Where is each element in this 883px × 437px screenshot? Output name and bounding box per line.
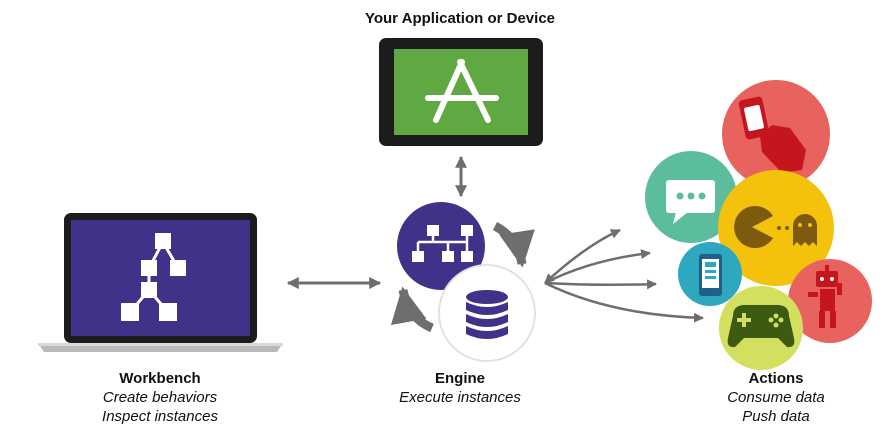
workbench-title: Workbench <box>119 370 201 387</box>
phone-icon <box>699 254 722 296</box>
app-store-icon <box>425 59 499 123</box>
application-label: Your Application or Device <box>300 9 620 28</box>
actions-title: Actions <box>748 370 804 387</box>
flowchart-icon <box>121 233 186 321</box>
actions-label: Actions Consume data Push data <box>676 369 876 426</box>
engine-label: Engine Execute instances <box>360 369 560 407</box>
engine <box>390 202 536 362</box>
database-icon <box>466 290 508 339</box>
application-tablet <box>379 38 543 146</box>
arrows-engine-actions <box>544 228 704 323</box>
workbench-line: Inspect instances <box>102 408 218 425</box>
application-title: Your Application or Device <box>364 10 556 27</box>
actions-line: Consume data <box>727 389 825 406</box>
ghost-icon <box>793 214 817 246</box>
actions-line: Push data <box>742 408 810 425</box>
watch-icon <box>738 96 806 173</box>
robot-icon <box>808 265 842 328</box>
cycle-arrow-left <box>390 286 434 333</box>
cycle-arrow-right <box>492 222 535 268</box>
actions-cluster <box>645 80 872 370</box>
chat-icon <box>666 180 715 224</box>
engine-title: Engine <box>434 370 485 387</box>
gamepad-icon <box>727 305 795 348</box>
workbench-laptop <box>38 213 283 352</box>
workbench-label: Workbench Create behaviors Inspect insta… <box>60 369 260 426</box>
flowchart-icon <box>412 225 473 262</box>
engine-line: Execute instances <box>399 389 521 406</box>
engine-flow-circle <box>397 202 485 290</box>
action-pacman-circle <box>718 170 834 286</box>
workbench-line: Create behaviors <box>102 389 218 406</box>
pacman-icon <box>734 206 789 248</box>
